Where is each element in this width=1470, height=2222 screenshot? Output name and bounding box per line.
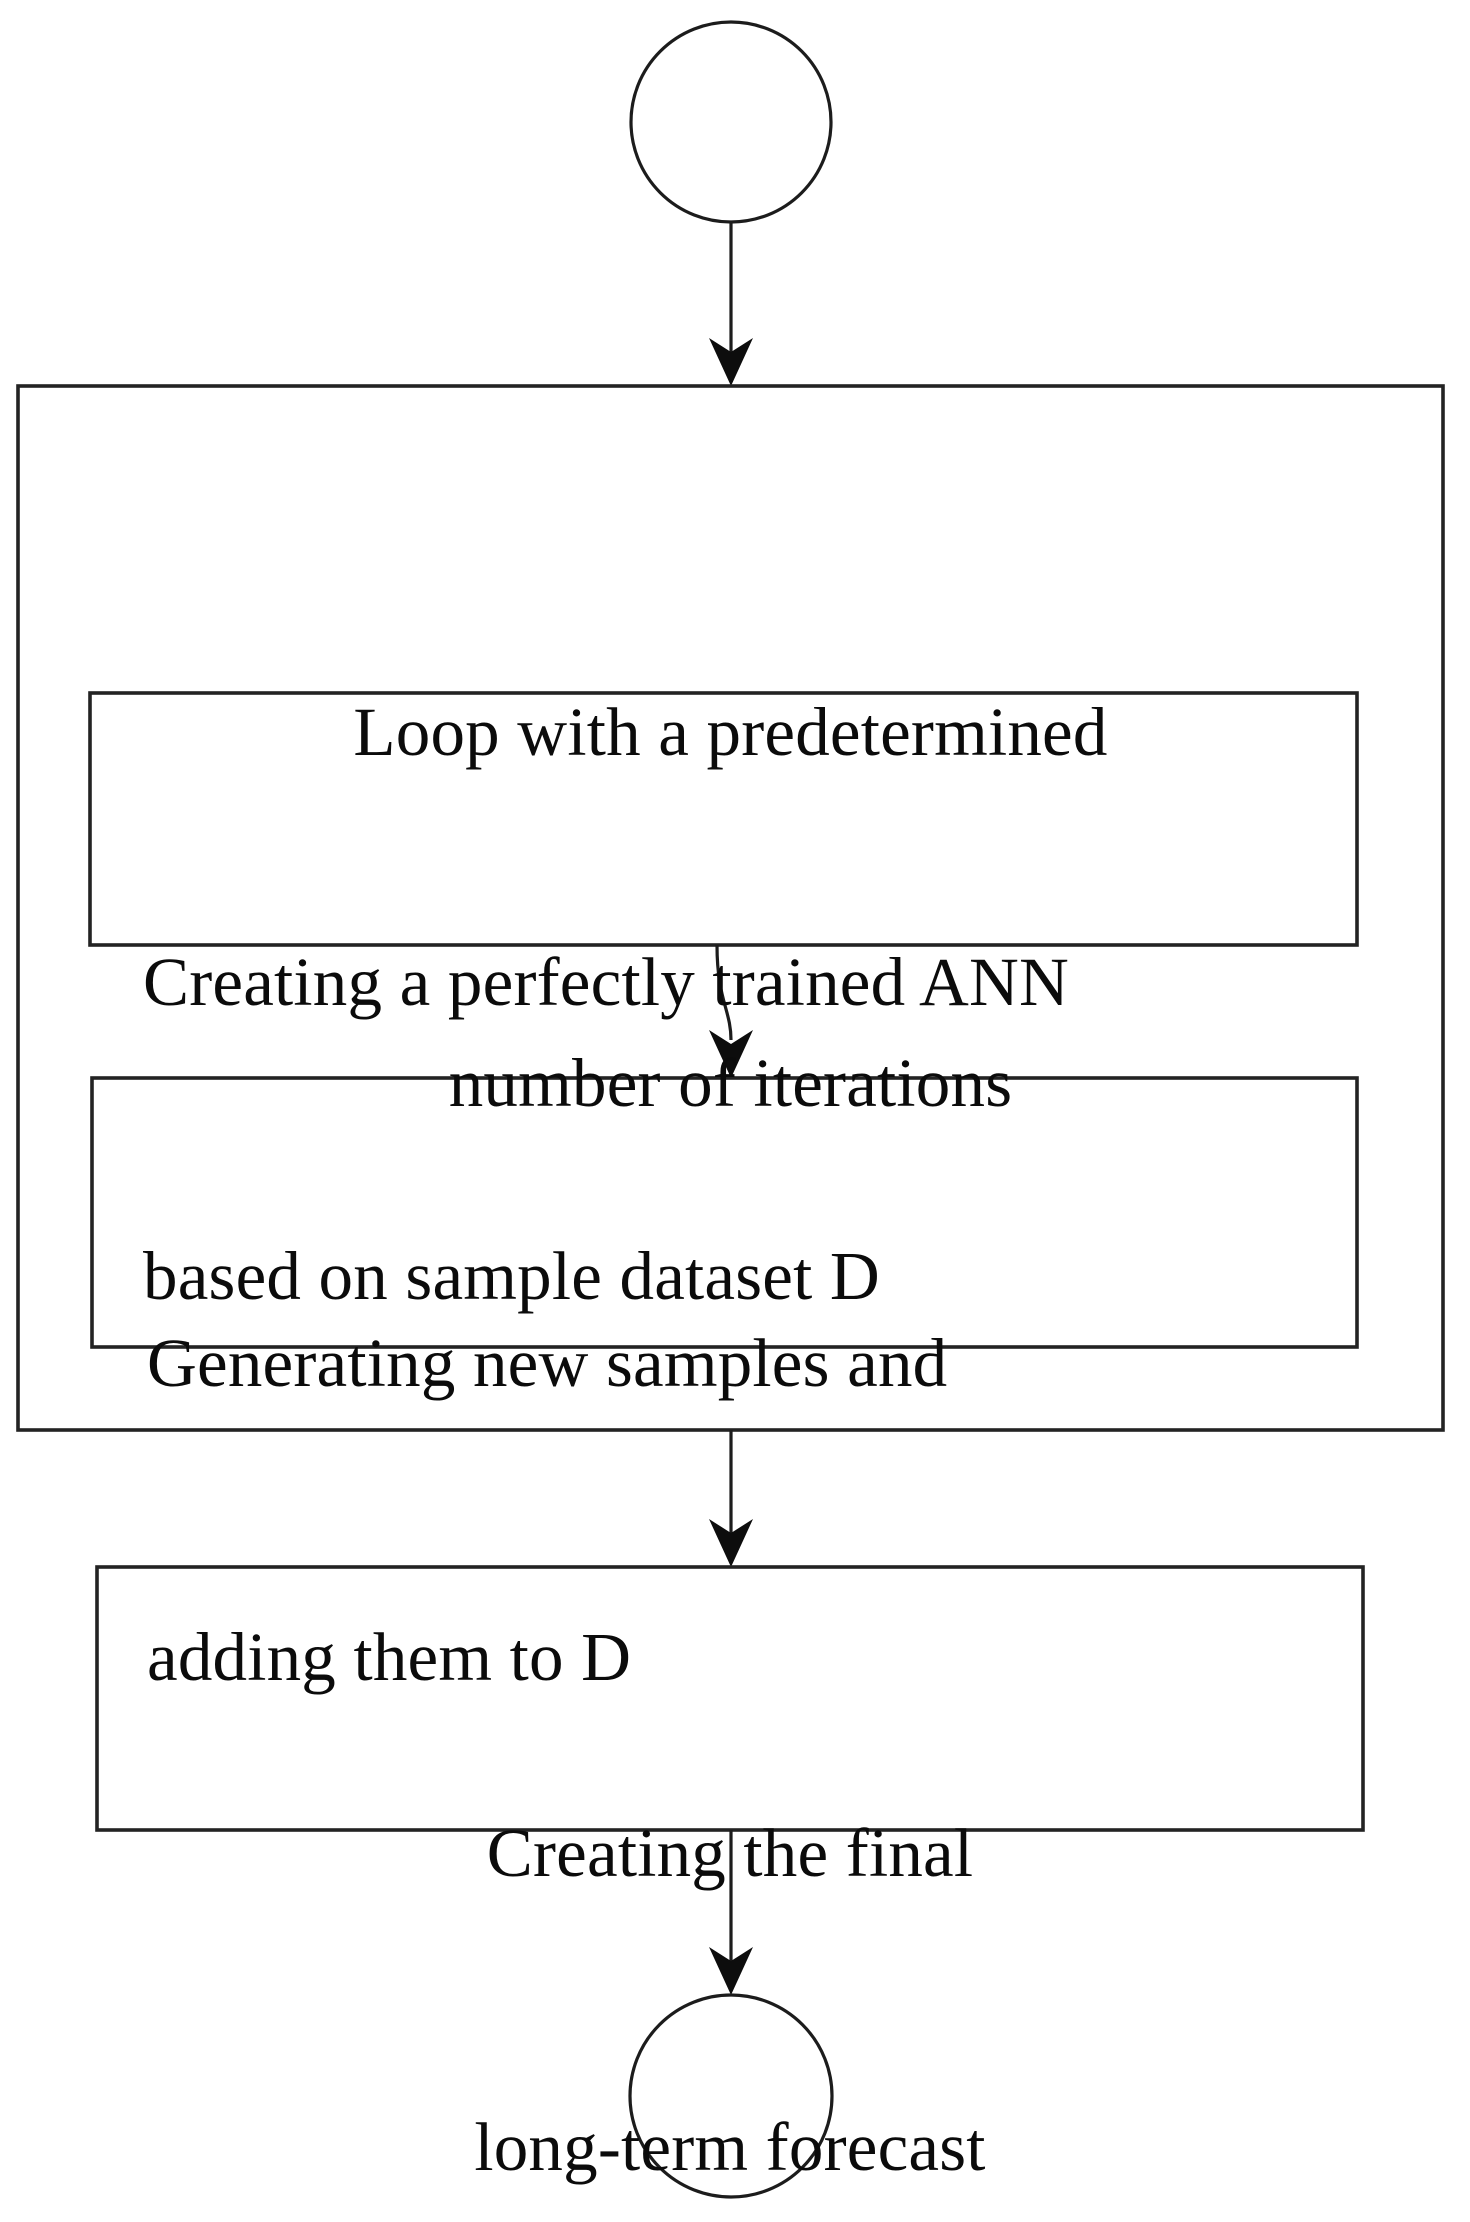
process-train-ann-line-2: based on sample dataset D bbox=[143, 1238, 880, 1314]
arrowhead-down-icon bbox=[709, 1030, 753, 1078]
connector-final-to-end bbox=[709, 1830, 753, 1995]
process-train-ann-line-1: Creating a perfectly trained ANN bbox=[143, 944, 1070, 1020]
process-train-ann-rect[interactable] bbox=[88, 691, 1359, 947]
process-train-ann-label: Creating a perfectly trained ANN based o… bbox=[143, 737, 1323, 1521]
connector-train-to-generate bbox=[709, 944, 753, 1078]
end-terminator-circle[interactable] bbox=[628, 1993, 834, 2199]
loop-title-line-1: Loop with a predetermined bbox=[353, 694, 1108, 770]
process-generate-samples-line-2: adding them to D bbox=[147, 1619, 632, 1695]
process-final-forecast-line-2: long-term forecast bbox=[474, 2109, 986, 2185]
process-generate-samples-label: Generating new samples and adding them t… bbox=[147, 1118, 1327, 1902]
process-final-forecast-line-1: Creating the final bbox=[486, 1815, 974, 1891]
connector-start-to-loop bbox=[709, 222, 753, 386]
connector-loop-to-final bbox=[709, 1430, 753, 1567]
loop-container-title: Loop with a predetermined number of iter… bbox=[18, 440, 1443, 1376]
arrowhead-down-icon bbox=[709, 338, 753, 386]
start-terminator-circle[interactable] bbox=[629, 20, 833, 224]
process-final-forecast-label: Creating the final long-term forecast bbox=[97, 1608, 1363, 2222]
arrowhead-down-icon bbox=[709, 1519, 753, 1567]
arrowhead-down-icon bbox=[709, 1947, 753, 1995]
loop-title-line-2: number of iterations bbox=[448, 1045, 1013, 1121]
process-generate-samples-line-1: Generating new samples and bbox=[147, 1325, 948, 1401]
process-generate-samples-rect[interactable] bbox=[90, 1076, 1359, 1349]
